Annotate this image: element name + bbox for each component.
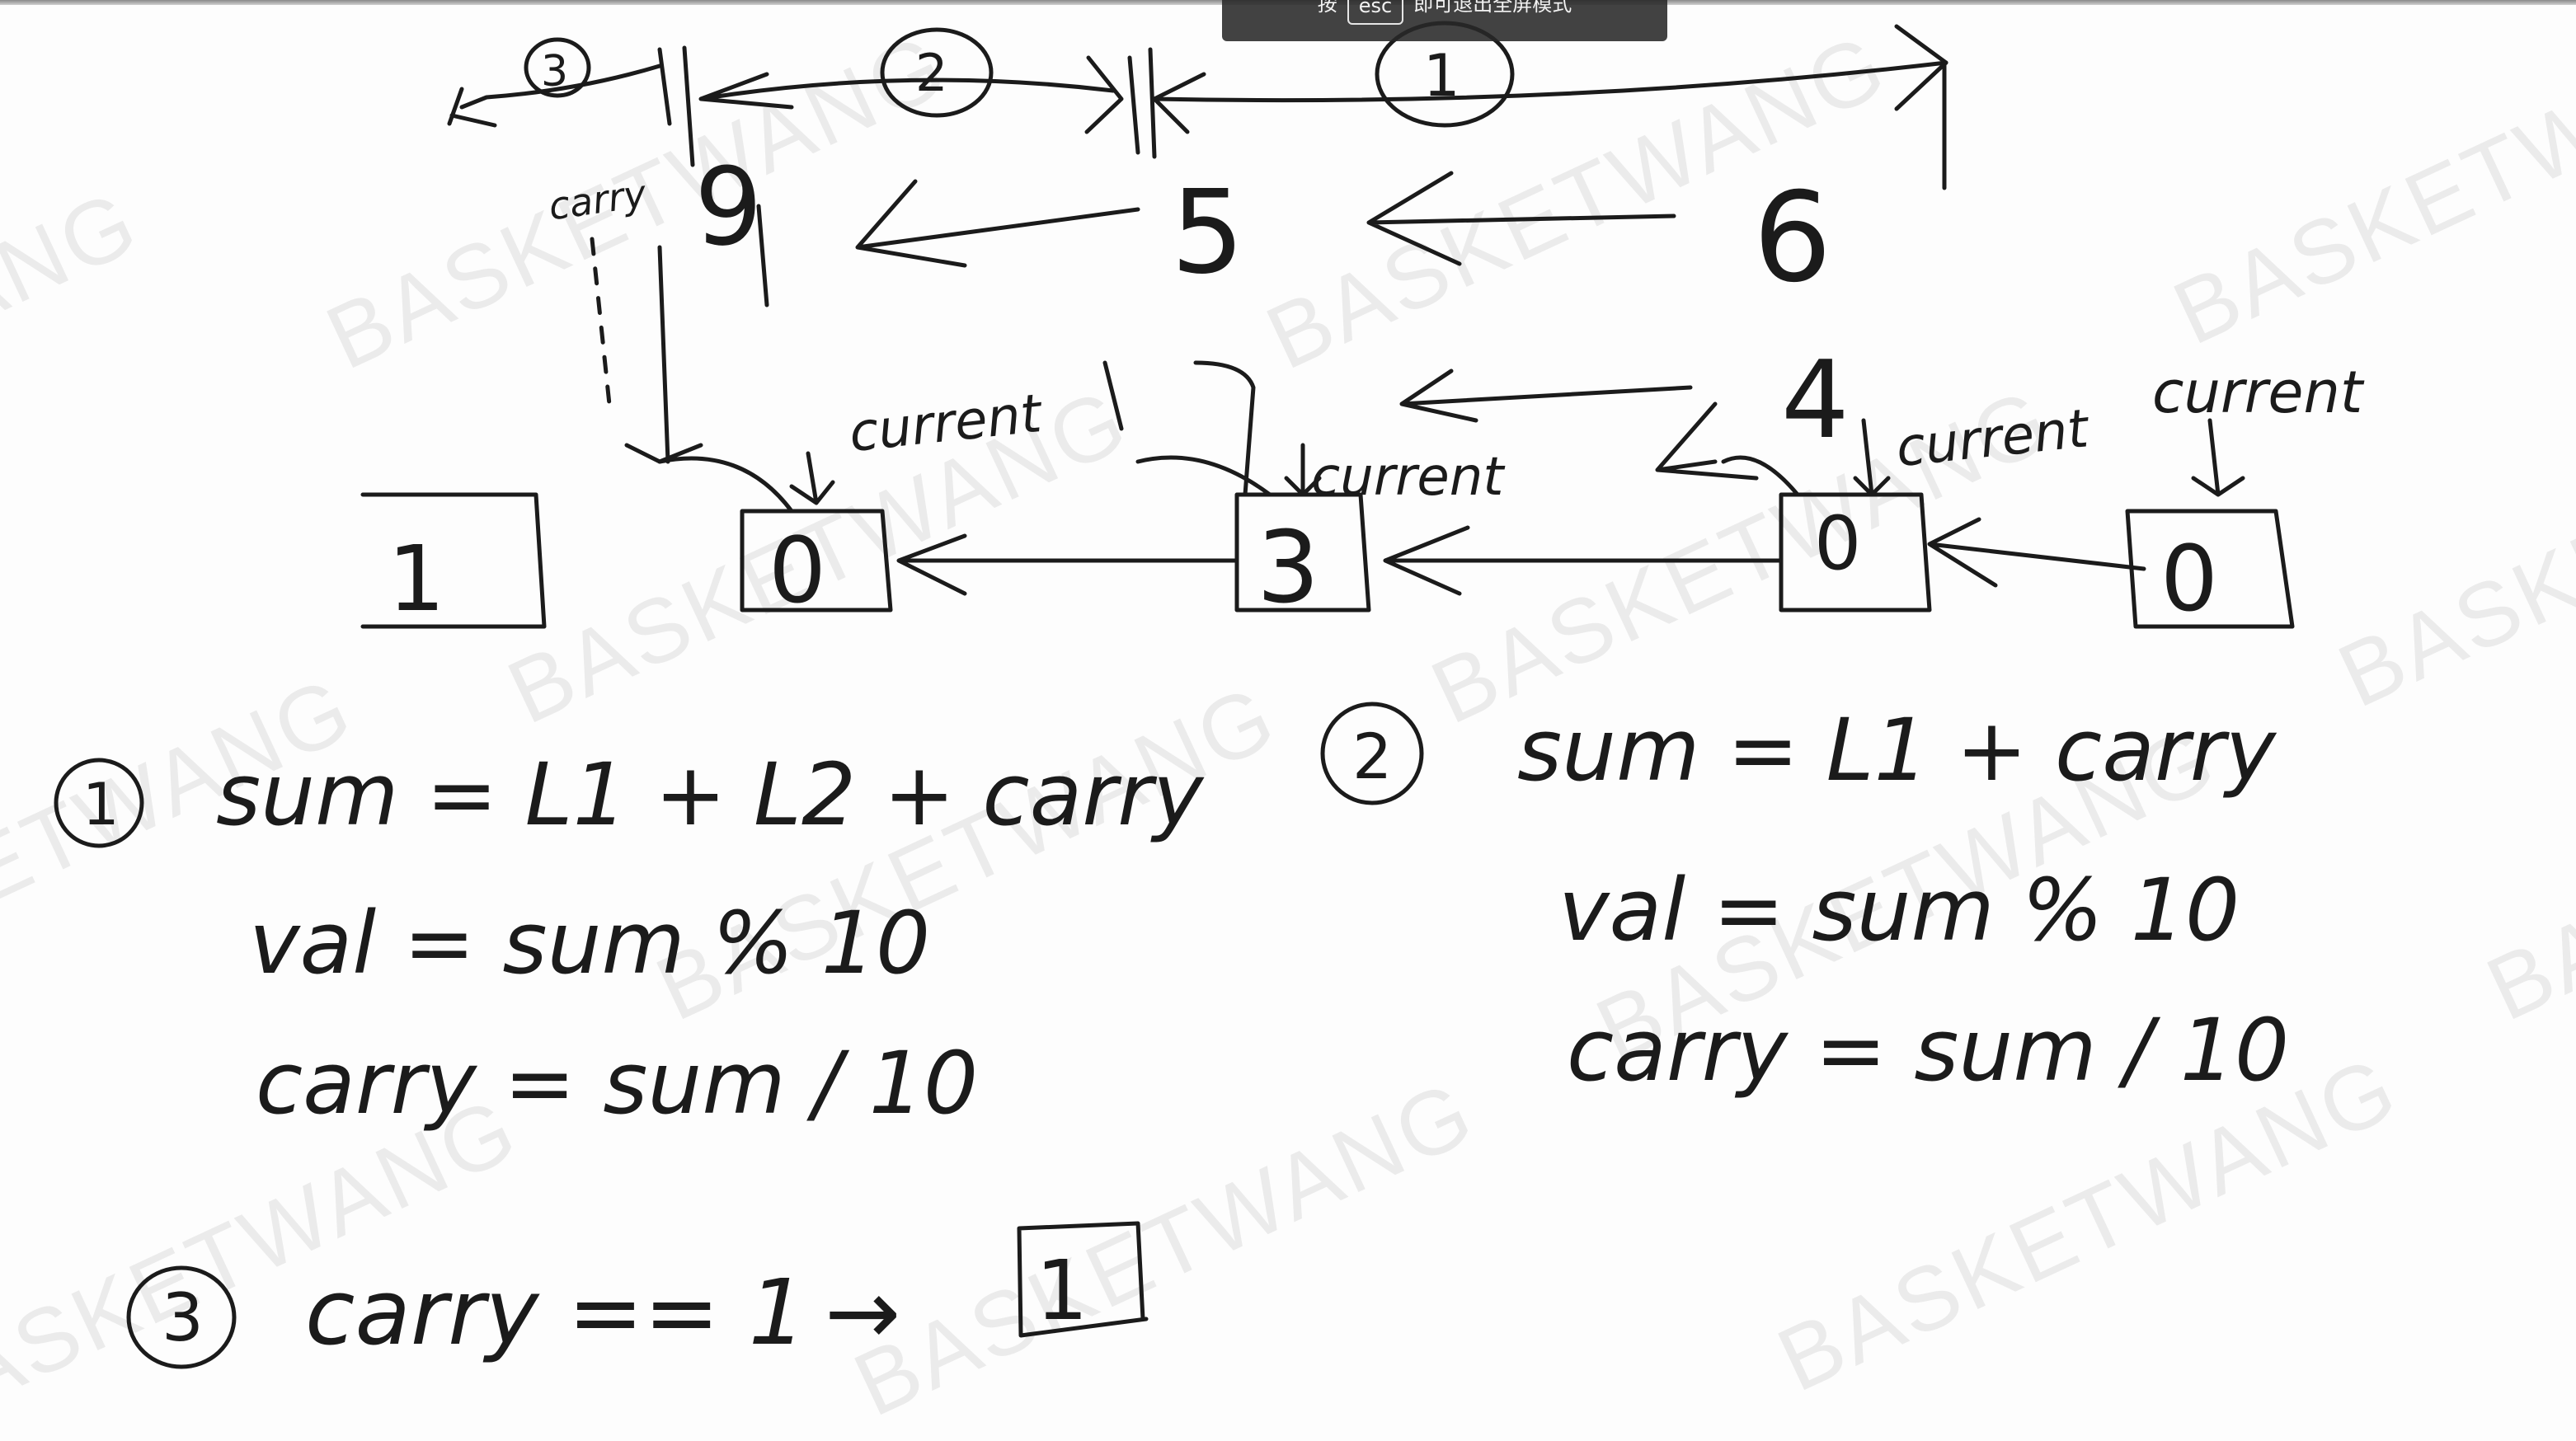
watermark: BASKETWANG [0, 171, 153, 546]
result-digit: 6 [1753, 167, 1831, 310]
case-2-sum: sum = L1 + carry [1517, 700, 2277, 800]
current-pointer-label: current [2152, 359, 2365, 426]
list-node-value: 3 [1257, 511, 1319, 626]
list-node-value: 0 [769, 518, 826, 623]
case-2-carry: carry = sum / 10 [1567, 1000, 2289, 1101]
case-1-sum: sum = L1 + L2 + carry [216, 744, 1205, 845]
result-digit: 9 [694, 144, 763, 270]
esc-key-badge: esc [1347, 0, 1404, 25]
fullscreen-hint-prefix: 按 [1317, 0, 1337, 16]
current-pointer-label: current [1893, 398, 2094, 479]
linked-list: 1 0 3 0 0 [360, 455, 2295, 631]
case-3-condition: carry == 1 [305, 1260, 806, 1365]
step-span-row: 3 2 1 [447, 21, 1948, 190]
list-node-value: 0 [2160, 526, 2218, 631]
case-2-notes: 2 sum = L1 + carry val = sum % 10 carry … [1320, 700, 2289, 1101]
case-1-val: val = sum % 10 [249, 893, 930, 993]
case-1-marker: 1 [82, 771, 120, 838]
current-pointer-label: current [1311, 447, 1506, 508]
case-1-carry: carry = sum / 10 [256, 1033, 978, 1134]
middle-row: 4 [1102, 337, 1850, 497]
list-node-value: 0 [1814, 500, 1861, 587]
watermark: BASKETWANG [2159, 0, 2576, 364]
fullscreen-hint-text: 即可退出全屏模式 [1413, 0, 1572, 16]
case-3-arrow: → [825, 1260, 900, 1365]
watermark: BASKETWANG [2472, 665, 2576, 1040]
case-1-notes: 1 sum = L1 + L2 + carry val = sum % 10 c… [54, 744, 1205, 1134]
fullscreen-exit-hint: 按 esc 即可退出全屏模式 [1222, 0, 1667, 41]
step-marker-1: 1 [1423, 42, 1460, 110]
case-3-notes: 3 carry == 1 → 1 [126, 1221, 1149, 1369]
case-2-val: val = sum % 10 [1558, 860, 2240, 960]
list-node-value: 1 [388, 526, 445, 631]
case-3-result: 1 [1036, 1242, 1088, 1339]
step-marker-2: 2 [915, 43, 947, 103]
upper-value: 4 [1781, 337, 1850, 462]
step-marker-3: 3 [541, 47, 568, 96]
result-digit: 5 [1171, 166, 1244, 300]
case-2-marker: 2 [1352, 720, 1392, 793]
case-3-marker: 3 [162, 1279, 204, 1356]
